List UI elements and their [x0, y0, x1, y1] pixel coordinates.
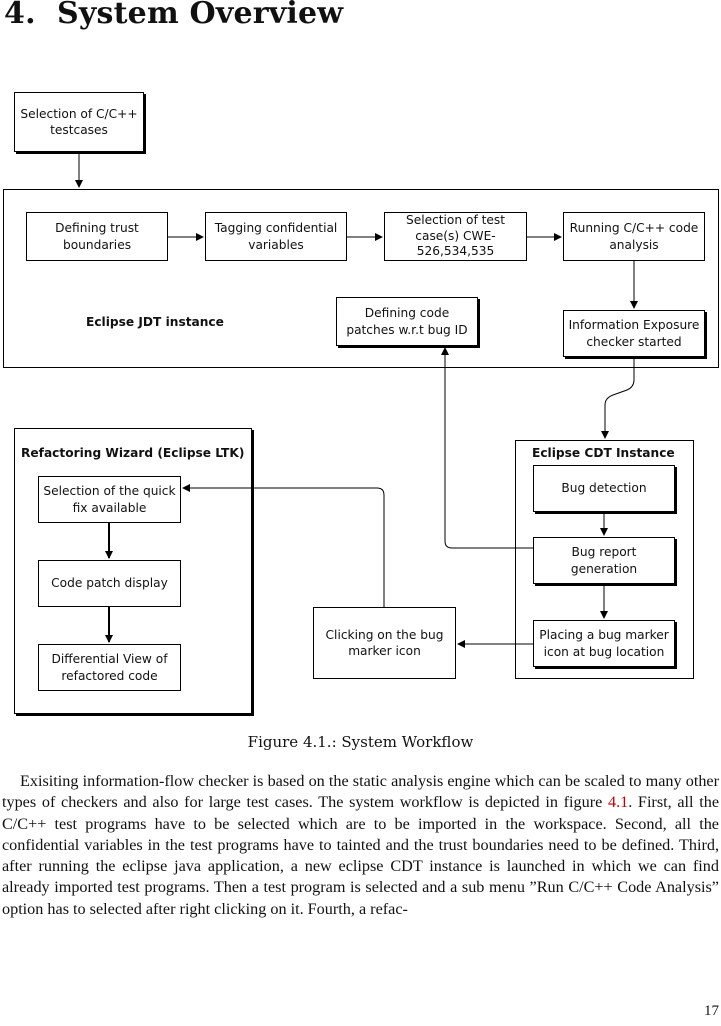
- section-title: System Overview: [57, 0, 344, 31]
- running-analysis-box: Running C/C++ code analysis: [563, 212, 705, 261]
- paragraph-text-before: Exisiting information-flow checker is ba…: [2, 772, 719, 812]
- placing-marker-box: Placing a bug marker icon at bug locatio…: [533, 620, 675, 667]
- defining-trust-box: Defining trust boundaries: [26, 212, 168, 261]
- figure-reference-link[interactable]: 4.1: [607, 793, 629, 812]
- patch-display-box: Code patch display: [38, 560, 181, 607]
- cdt-container-label: Eclipse CDT Instance: [532, 446, 675, 460]
- cdt-container: [515, 440, 694, 679]
- info-exposure-box: Information Exposure checker started: [563, 310, 705, 357]
- defining-patches-box: Defining code patches w.r.t bug ID: [336, 297, 478, 346]
- tagging-box: Tagging confidential variables: [205, 212, 347, 261]
- clicking-marker-box: Clicking on the bug marker icon: [313, 607, 456, 679]
- quick-fix-box: Selection of the quick fix available: [38, 476, 181, 523]
- paragraph-text-after: . First, all the C/C++ test programs hav…: [2, 793, 719, 918]
- jdt-container-label: Eclipse JDT instance: [86, 315, 224, 329]
- bug-report-box: Bug report generation: [533, 537, 675, 584]
- body-paragraph: Exisiting information-flow checker is ba…: [2, 771, 719, 920]
- differential-view-box: Differential View of refactored code: [38, 644, 181, 691]
- section-heading: 4. System Overview: [4, 0, 343, 31]
- bug-detection-box: Bug detection: [533, 465, 675, 512]
- ltk-container-label: Refactoring Wizard (Eclipse LTK): [21, 446, 245, 460]
- selection-testcases-box: Selection of C/C++ testcases: [14, 92, 144, 152]
- arrow-exposure-to-cdt: [601, 357, 635, 439]
- selection-cwe-box: Selection of test case(s) CWE-526,534,53…: [384, 212, 527, 261]
- jdt-container: [3, 189, 719, 368]
- section-number: 4.: [4, 0, 36, 31]
- page-number: 17: [704, 1003, 719, 1019]
- figure-caption: Figure 4.1.: System Workflow: [247, 733, 474, 751]
